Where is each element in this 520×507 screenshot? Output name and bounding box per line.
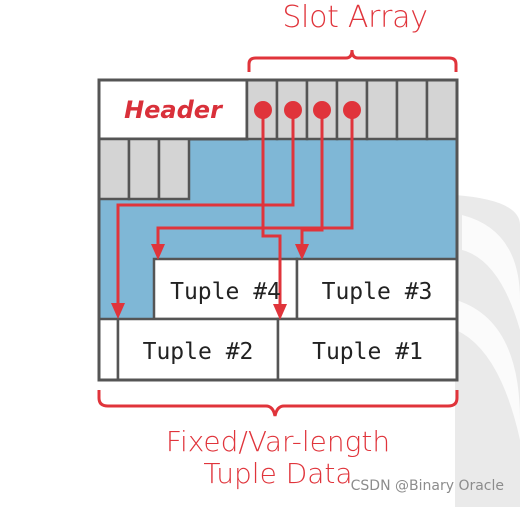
tuple-3-label: Tuple #3 [321,279,433,305]
arrowhead-icon [111,303,125,319]
tuple-4-label: Tuple #4 [170,279,281,305]
pointer-slot3-to-tuple3 [300,110,324,248]
slot-dot-icon [313,101,331,119]
slot-dot-icon [254,101,272,119]
tuple-data-brace [97,390,459,417]
slot-array-label: Slot Array [282,0,428,35]
arrowhead-icon [295,244,309,260]
watermark: CSDN @Binary Oracle [350,478,504,494]
slot-cell [157,137,191,201]
pointer-slot2-to-tuple2 [116,110,295,307]
pointer-heads [111,244,309,320]
tuple-data-label-line2: Tuple Data [203,457,353,490]
slot-array-brace [247,49,458,72]
pointer-slot4-to-tuple4 [156,110,354,248]
tuple-data-label-line1: Fixed/Var-length [165,425,391,458]
pointer-slot1-to-tuple1 [261,110,282,308]
tuple-2-label: Tuple #2 [142,339,254,365]
arrowhead-icon [273,304,287,320]
slot-cell [425,78,459,141]
slot-cell [395,78,429,141]
slot-cell [127,137,161,201]
arrowhead-icon [151,244,165,260]
tuple-1-box [276,317,459,382]
slot-cell [97,137,131,201]
slot-dot-icon [284,101,302,119]
slot-dot-icon [343,101,361,119]
page-border [97,78,459,382]
slot-dots [254,101,361,119]
slot-pointers [116,110,354,308]
header-label: Header [124,96,222,124]
tuple-1-label: Tuple #1 [312,339,423,365]
tuple-2-box [116,317,280,382]
slot-cell [365,78,399,141]
tuple-gap-box [97,317,120,382]
